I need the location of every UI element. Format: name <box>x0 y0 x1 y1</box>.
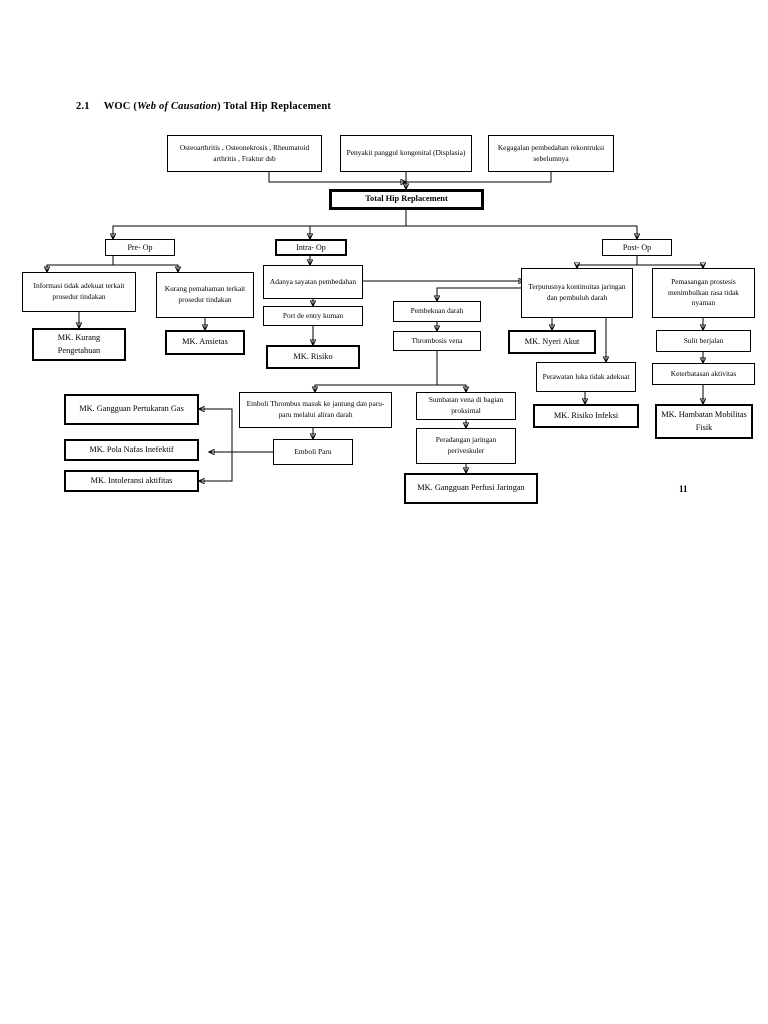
node-adanya-sayatan: Adanya sayatan pembedahan <box>263 265 363 299</box>
node-informasi-tidak-adekuat: Informasi tidak adekuat terkait prosedur… <box>22 272 136 312</box>
title-main: WOC ( <box>103 101 138 112</box>
section-number: 2.1 <box>76 101 90 112</box>
node-total-hip-replacement: Total Hip Replacement <box>329 189 484 210</box>
node-terputusnya-kontinuitas: Terputusnya kontinuitas jaringan dan pem… <box>521 268 633 318</box>
node-keterbatasan-aktivitas: Keterbatasan aktivitas <box>652 363 755 385</box>
page-title: 2.1 WOC (Web of Causation) Total Hip Repl… <box>76 101 331 112</box>
node-pembekuan-darah: Pembekuan darah <box>393 301 481 322</box>
node-sulit-berjalan: Sulit berjalan <box>656 330 751 352</box>
node-sumbatan-vena: Sumbatan vena di bagian proksimal <box>416 392 516 420</box>
node-mk-risiko: MK. Risiko <box>266 345 360 369</box>
node-emboli-paru: Emboli Paru <box>273 439 353 465</box>
node-cause-3: Kegagalan pembedahan rekontruksi sebelum… <box>488 135 614 172</box>
node-mk-nyeri-akut: MK. Nyeri Akut <box>508 330 596 354</box>
node-mk-gangguan-perfusi: MK. Gangguan Perfusi Jaringan <box>404 473 538 504</box>
node-perawatan-luka: Perawatan luka tidak adekuat <box>536 362 636 392</box>
title-tail: ) Total Hip Replacement <box>217 101 332 112</box>
node-post-op: Post- Op <box>602 239 672 256</box>
node-mk-pola-nafas-inefektif: MK. Pola Nafas Inefektif <box>64 439 199 461</box>
node-port-de-entry: Port de entry kuman <box>263 306 363 326</box>
node-thrombosis-vena: Thrombosis vena <box>393 331 481 351</box>
node-mk-gangguan-pertukaran-gas: MK. Gangguan Pertukaran Gas <box>64 394 199 425</box>
node-cause-2: Penyakit panggul kongenital (Displasia) <box>340 135 472 172</box>
page-number: 11 <box>679 484 688 494</box>
node-kurang-pemahaman: Kurang pemahaman terkait prosedur tindak… <box>156 272 254 318</box>
node-mk-risiko-infeksi: MK. Risiko Infeksi <box>533 404 639 428</box>
node-intra-op: Intra- Op <box>275 239 347 256</box>
node-mk-hambatan-mobilitas: MK. Hambatan Mobilitas Fisik <box>655 404 753 439</box>
node-mk-ansietas: MK. Ansietas <box>165 330 245 355</box>
node-mk-kurang-pengetahuan: MK. Kurang Pengetahuan <box>32 328 126 361</box>
node-mk-intoleransi-aktifitas: MK. Intoleransi aktifitas <box>64 470 199 492</box>
node-pre-op: Pre- Op <box>105 239 175 256</box>
title-italic: Web of Causation <box>137 101 218 112</box>
node-peradangan-jaringan: Peradangan jaringan periveskuler <box>416 428 516 464</box>
node-cause-1: Osteoarthritis , Osteonekrosis , Rheumat… <box>167 135 322 172</box>
node-pemasangan-prostesis: Pemasangan prostesis menimbulkan rasa ti… <box>652 268 755 318</box>
node-emboli-thrombus: Emboli Thrombus masuk ke jantung dan par… <box>239 392 392 428</box>
